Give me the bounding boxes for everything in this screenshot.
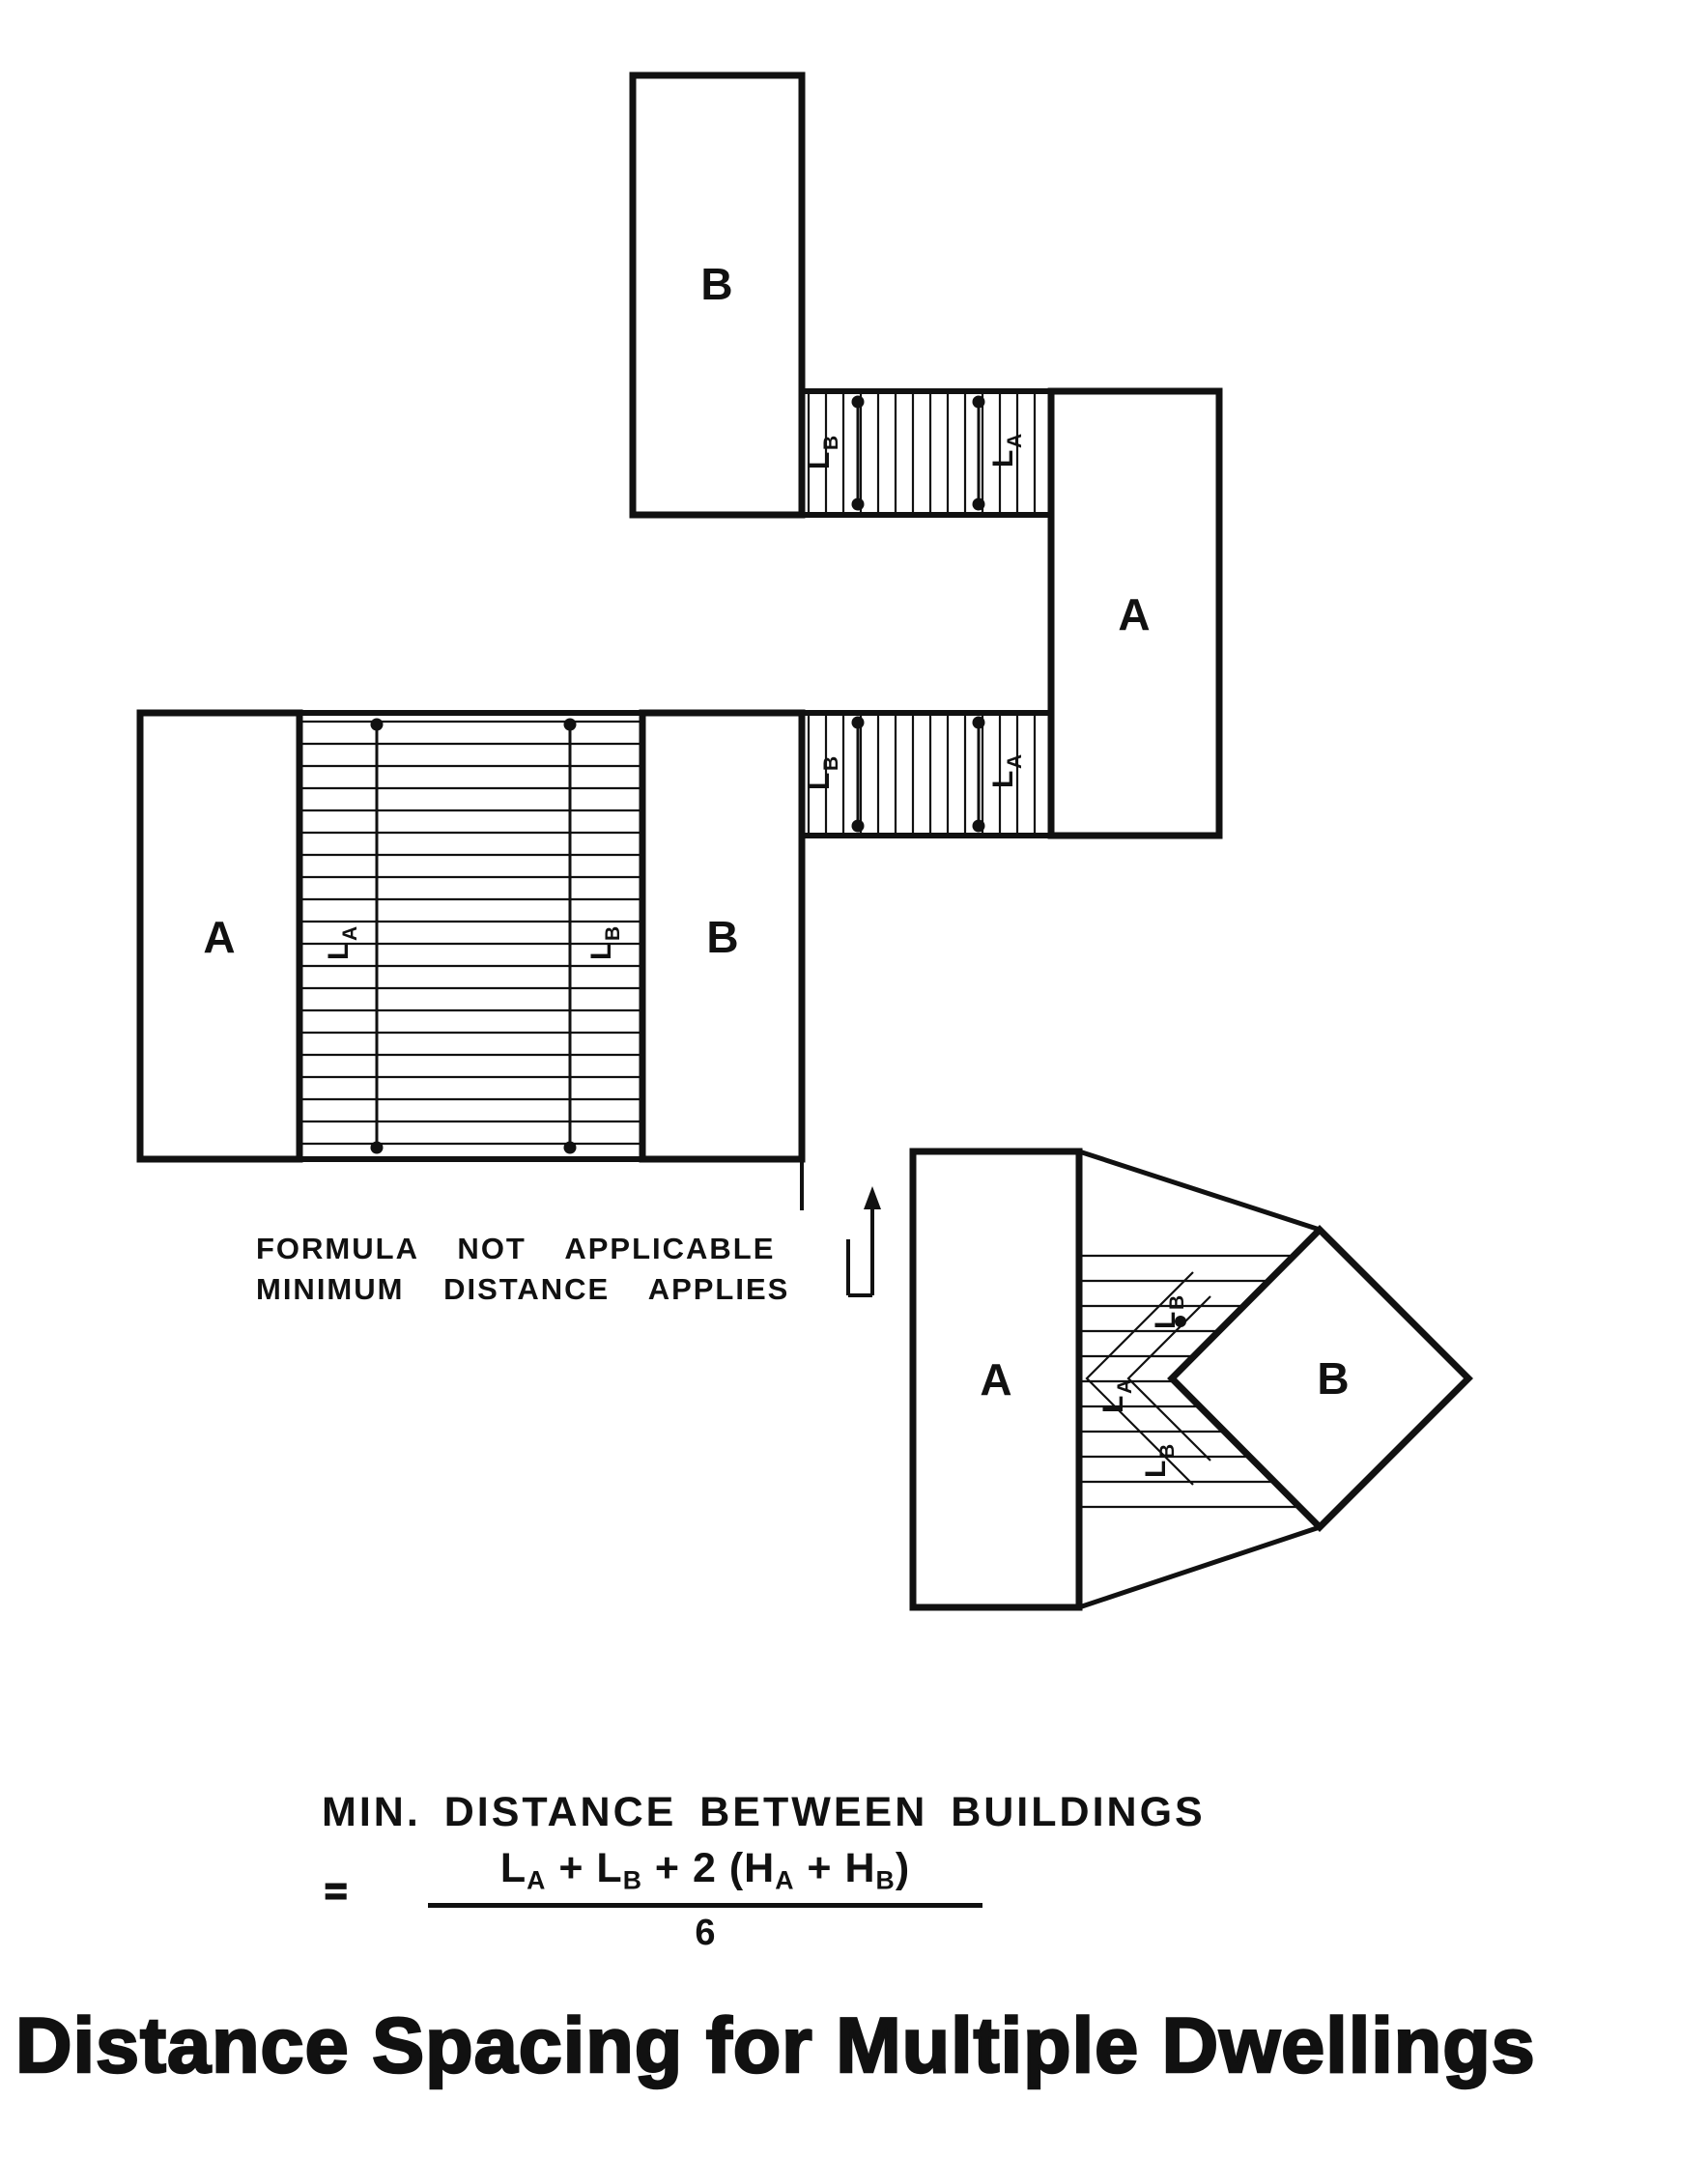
measure-letter: L — [804, 452, 836, 469]
building-a-middle: A — [136, 709, 303, 1163]
term-base: H — [844, 1845, 876, 1891]
measure-subscript: A — [339, 926, 361, 941]
measure-letter: L — [987, 450, 1019, 468]
spacing-band-top: L B L A — [802, 388, 1051, 518]
measure-subscript: A — [1114, 1379, 1136, 1394]
measure-letter: L — [987, 771, 1019, 788]
measure-subscript: B — [602, 926, 624, 941]
measure-letter: L — [804, 773, 836, 790]
measure-label-la: L A — [1097, 1379, 1136, 1413]
measure-letter: L — [585, 943, 617, 960]
measure-label-lb: L B — [1140, 1444, 1179, 1478]
measure-subscript: A — [1004, 434, 1026, 448]
building-label: B — [706, 912, 738, 962]
building-a-top-right: A — [1047, 387, 1223, 839]
fraction-bar — [428, 1903, 982, 1908]
building-label: A — [203, 912, 235, 962]
measure-label-lb: L B — [585, 926, 624, 960]
note-line2: MINIMUM DISTANCE APPLIES — [256, 1272, 789, 1306]
arrow-up-icon — [864, 1186, 881, 1209]
note-callout: FORMULA NOT APPLICABLE MINIMUM DISTANCE … — [256, 1162, 881, 1306]
spacing-wedge-bottom: L B L A L B — [1078, 1149, 1321, 1610]
measure-letter: L — [1140, 1461, 1172, 1478]
formula-numerator: LA + LB + 2 (HA + HB) — [428, 1845, 982, 1895]
measure-label-lb: L B — [804, 756, 842, 790]
building-label: A — [980, 1354, 1011, 1405]
measure-label-lb: L B — [804, 436, 842, 469]
building-label: B — [1317, 1353, 1349, 1404]
measure-letter: L — [323, 943, 355, 960]
measure-subscript: B — [820, 436, 842, 450]
operator: + 2 ( — [641, 1845, 745, 1891]
term-subscript: A — [775, 1865, 795, 1895]
term-subscript: B — [622, 1865, 642, 1895]
term-base: L — [596, 1845, 623, 1891]
measure-subscript: B — [820, 756, 842, 771]
measure-letter: L — [1097, 1396, 1129, 1413]
operator: + — [794, 1845, 845, 1891]
building-label: A — [1118, 589, 1150, 639]
measure-letter: L — [1150, 1312, 1181, 1329]
building-b-diamond: B — [1167, 1225, 1473, 1532]
measure-label-lb: L B — [1150, 1295, 1188, 1329]
measure-label-la: L A — [987, 434, 1026, 468]
building-label: B — [700, 259, 732, 309]
term-base: H — [744, 1845, 776, 1891]
term-base: L — [499, 1845, 527, 1891]
note-line1: FORMULA NOT APPLICABLE — [256, 1232, 775, 1265]
page-title: Distance Spacing for Multiple Dwellings — [14, 2001, 1536, 2091]
spacing-band-middle-right: L B L A — [802, 710, 1051, 838]
measure-label-la: L A — [987, 754, 1026, 788]
building-b-top: B — [629, 71, 806, 519]
formula-heading: MIN. DISTANCE BETWEEN BUILDINGS — [322, 1789, 1206, 1835]
measure-subscript: A — [1004, 754, 1026, 769]
measure-subscript: B — [1166, 1295, 1188, 1310]
term-subscript: A — [527, 1865, 547, 1895]
equals-sign: = — [324, 1869, 348, 1914]
operator: ) — [895, 1845, 911, 1891]
measure-label-la: L A — [323, 926, 361, 960]
operator: + — [546, 1845, 597, 1891]
spacing-area-large: L A L B — [299, 710, 642, 1162]
formula-denominator: 6 — [695, 1913, 716, 1953]
building-a-bottom: A — [909, 1148, 1083, 1611]
term-subscript: B — [875, 1865, 896, 1895]
building-b-middle: B — [639, 709, 806, 1163]
measure-subscript: B — [1156, 1444, 1179, 1459]
